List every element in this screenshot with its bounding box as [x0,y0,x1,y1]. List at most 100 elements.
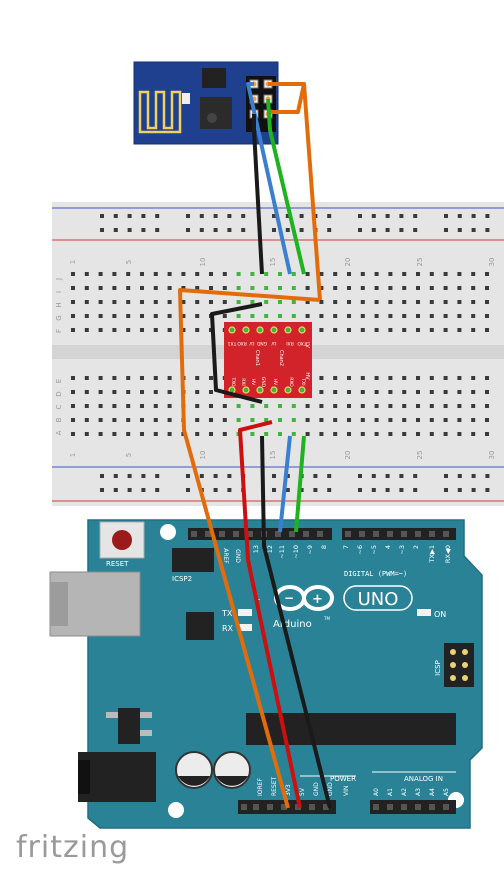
breadboard-hole [388,272,393,276]
rail-hole [457,214,462,218]
logo-minus: − [284,591,294,605]
header-pin [359,531,365,537]
breadboard-hole [429,418,434,422]
breadboard-hole [402,328,407,332]
breadboard-hole [140,404,144,408]
shifter-pin [298,326,306,334]
rail-hole [141,474,146,478]
analog-pin [387,804,393,810]
row-letter: A [55,430,63,435]
breadboard-hole [209,286,213,290]
breadboard-hole [347,328,351,332]
breadboard-hole [374,286,379,290]
breadboard-hole [195,390,200,394]
rail-hole [113,474,118,478]
breadboard-hole [402,432,407,436]
esp8266-module [133,61,279,145]
wire-orange-3v3 [178,288,321,809]
breadboard-hole [457,286,462,290]
power-pin [241,804,247,810]
breadboard-hole [167,314,172,318]
rail-hole [485,474,490,478]
breadboard-hole [305,314,310,318]
shifter-pin [242,326,250,334]
breadboard-hole [360,390,365,394]
breadboard-hole [457,328,462,332]
breadboard-hole [112,328,117,332]
breadboard-hole [278,432,282,436]
logo-plus: + [312,592,323,607]
rail-hole [471,488,476,492]
breadboard-hole [471,314,476,318]
breadboard-hole [443,418,448,422]
breadboard-hole [443,286,448,290]
breadboard-hole [374,272,379,276]
breadboard-hole [429,390,434,394]
esp-chip-logo [207,113,217,123]
breadboard-hole [236,272,241,276]
breadboard-hole [278,314,282,318]
breadboard-hole [457,314,462,318]
breadboard-hole [153,328,158,332]
breadboard-hole [471,418,476,422]
wire-black-jumper [210,302,263,404]
breadboard-hole [278,418,282,422]
breadboard: J I H G F E D C B A 1 5 10 15 20 25 30 1… [52,202,504,506]
analog-pin-label: A4 [429,788,436,796]
shifter-pin [298,386,306,394]
esp-led [182,93,190,104]
tm-label: TM [323,616,330,621]
breadboard-hole [209,404,213,408]
rail-hole [299,228,304,232]
rail-hole [413,488,418,492]
rail-hole [371,214,376,218]
arduino-logo-text: Arduino [273,619,312,630]
digital-pin-label: 7 [342,545,350,549]
breadboard-hole [360,314,365,318]
breadboard-hole [126,328,131,332]
breadboard-hole [236,404,241,408]
breadboard-hole [140,300,144,304]
breadboard-hole [195,300,200,304]
breadboard-hole [471,272,476,276]
lv-side-label: LV [304,342,310,348]
row-letter: G [55,315,63,320]
mounting-hole [160,524,176,540]
breadboard-hole [71,376,75,380]
breadboard-hole [264,272,269,276]
shifter-pin-label: GND [260,377,266,388]
breadboard-hole [84,390,89,394]
breadboard-hole [195,376,200,380]
rail-hole [127,488,132,492]
shifter-pin-label: TX1 [228,340,238,346]
reset-button-cap[interactable] [112,530,132,550]
breadboard-hole [347,404,351,408]
header-pin [429,531,435,537]
rail-hole [113,214,118,218]
breadboard-hole [360,272,365,276]
breadboard-hole [347,390,351,394]
breadboard-hole [360,376,365,380]
breadboard-hole [457,418,462,422]
digital-pin-label: TX▶1 [428,545,436,564]
breadboard-hole [485,328,489,332]
power-pin [253,804,259,810]
row-letter: I [55,291,63,293]
breadboard-hole [209,432,213,436]
breadboard-hole [485,286,489,290]
breadboard-hole [264,300,269,304]
breadboard-hole [429,328,434,332]
icsp2-label: ICSP2 [172,575,192,583]
breadboard-hole [278,300,282,304]
rail-hole [358,488,362,492]
breadboard-hole [236,418,241,422]
atmega-chip [246,713,456,745]
breadboard-hole [360,286,365,290]
icsp2-header [172,548,214,572]
col-number: 20 [344,258,352,267]
breadboard-hole [195,272,200,276]
breadboard-hole [388,328,393,332]
breadboard-hole [209,300,213,304]
breadboard-hole [140,286,144,290]
